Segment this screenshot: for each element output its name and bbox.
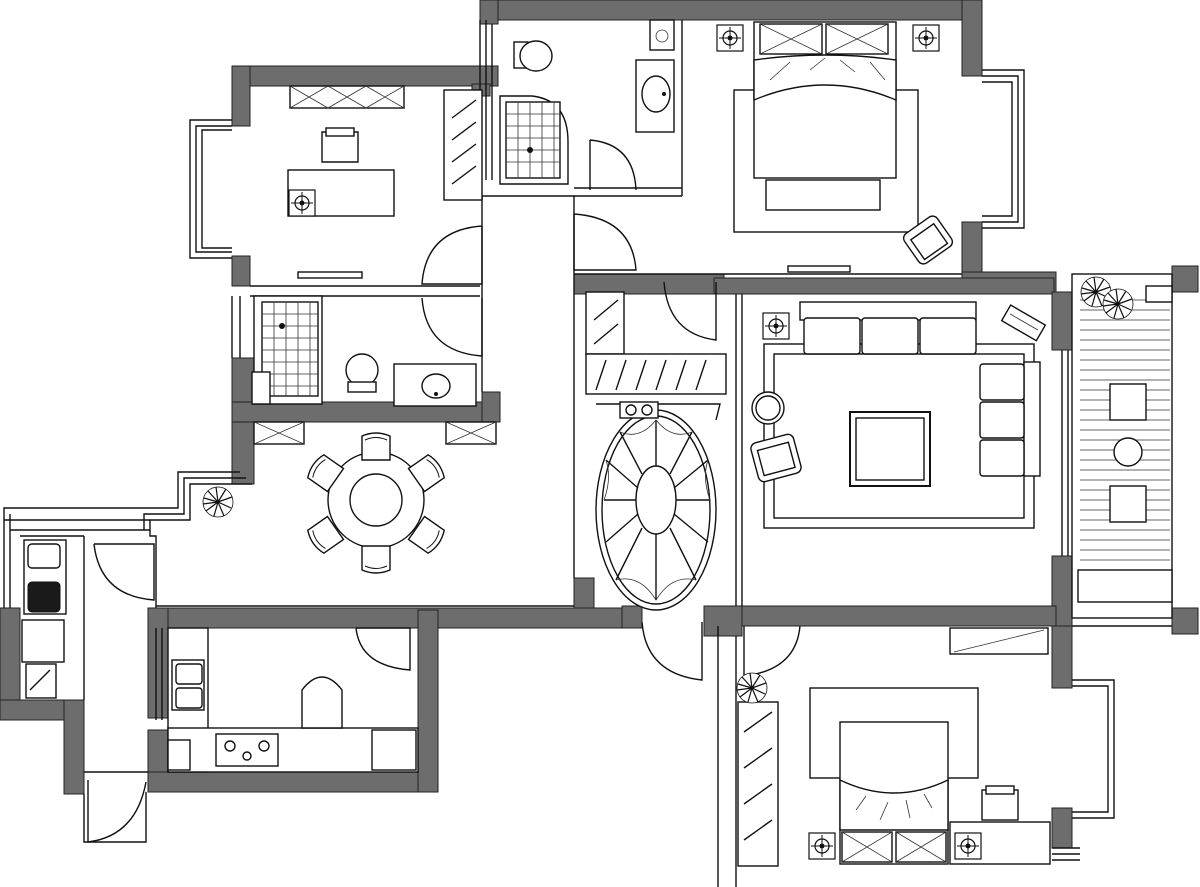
chair-icon — [321, 127, 359, 163]
wardrobe-icon — [585, 353, 727, 395]
washing-machine-icon — [251, 371, 271, 405]
dining-area — [202, 421, 497, 574]
cabinet-icon — [1077, 569, 1173, 603]
bed-icon — [839, 721, 949, 865]
walls — [0, 0, 1199, 849]
side-table-icon — [1113, 437, 1143, 467]
lamp-icon — [954, 832, 982, 860]
bed-icon — [753, 21, 897, 179]
washing-machine-icon — [649, 19, 675, 51]
utility-balcony — [21, 539, 67, 699]
sink-icon — [171, 659, 205, 711]
lamp-icon — [808, 832, 836, 860]
plant-icon — [736, 672, 768, 704]
sofa-icon — [979, 361, 1041, 477]
sofa-icon — [799, 301, 977, 355]
side-table-icon — [751, 391, 785, 425]
chair-icon — [361, 432, 391, 461]
door-icon — [589, 139, 637, 191]
door-icon — [573, 213, 637, 271]
stove-icon — [215, 733, 279, 767]
basin-icon — [393, 363, 477, 407]
armchair-icon — [902, 215, 954, 265]
chair-icon — [1109, 485, 1147, 523]
shower-icon — [261, 301, 319, 397]
washing-machine-icon — [21, 619, 65, 663]
kitchen — [167, 627, 419, 773]
table-icon — [635, 465, 677, 535]
bathroom — [251, 295, 477, 407]
door-icon — [421, 225, 483, 285]
lamp-icon — [288, 189, 316, 217]
bedroom-master — [573, 21, 954, 273]
wardrobe-icon — [585, 291, 625, 355]
coffee-table-icon — [849, 411, 931, 487]
bedroom-second — [736, 627, 1051, 867]
chair-icon — [361, 545, 391, 574]
study — [287, 85, 483, 279]
wardrobe-icon — [737, 701, 779, 867]
balcony — [1077, 276, 1173, 603]
wardrobe-icon — [443, 89, 483, 201]
fridge-icon — [301, 676, 343, 729]
lamp-icon — [912, 24, 940, 52]
lamp-icon — [716, 24, 744, 52]
plant-icon — [202, 486, 234, 518]
entrance-door-icon[interactable] — [87, 780, 147, 843]
toilet-icon — [345, 353, 379, 393]
door-icon — [355, 627, 411, 671]
walk-in-closet — [585, 291, 727, 395]
sink-icon — [23, 539, 67, 615]
armchair-icon — [750, 433, 802, 483]
door-icon — [421, 297, 483, 357]
door-icon — [663, 281, 717, 341]
chair-icon — [1109, 383, 1147, 421]
lamp-icon — [762, 312, 790, 340]
dining-table-icon — [327, 451, 425, 549]
outlines — [3, 20, 1173, 887]
living-room — [750, 301, 1047, 529]
foyer-floor-pattern — [595, 401, 721, 611]
doors — [87, 225, 801, 843]
magazine-icon — [1000, 304, 1047, 342]
stove-icon — [619, 401, 659, 419]
plant-icon — [1102, 288, 1134, 320]
door-icon — [641, 621, 703, 681]
sink-icon — [25, 663, 57, 699]
door-icon — [743, 625, 801, 677]
toilet-icon — [513, 40, 553, 72]
master-bathroom — [499, 19, 675, 191]
basin-icon — [635, 59, 675, 133]
shower-icon — [499, 95, 569, 185]
fridge-icon — [371, 729, 417, 771]
chair-icon — [981, 785, 1019, 821]
door-icon — [93, 543, 155, 601]
